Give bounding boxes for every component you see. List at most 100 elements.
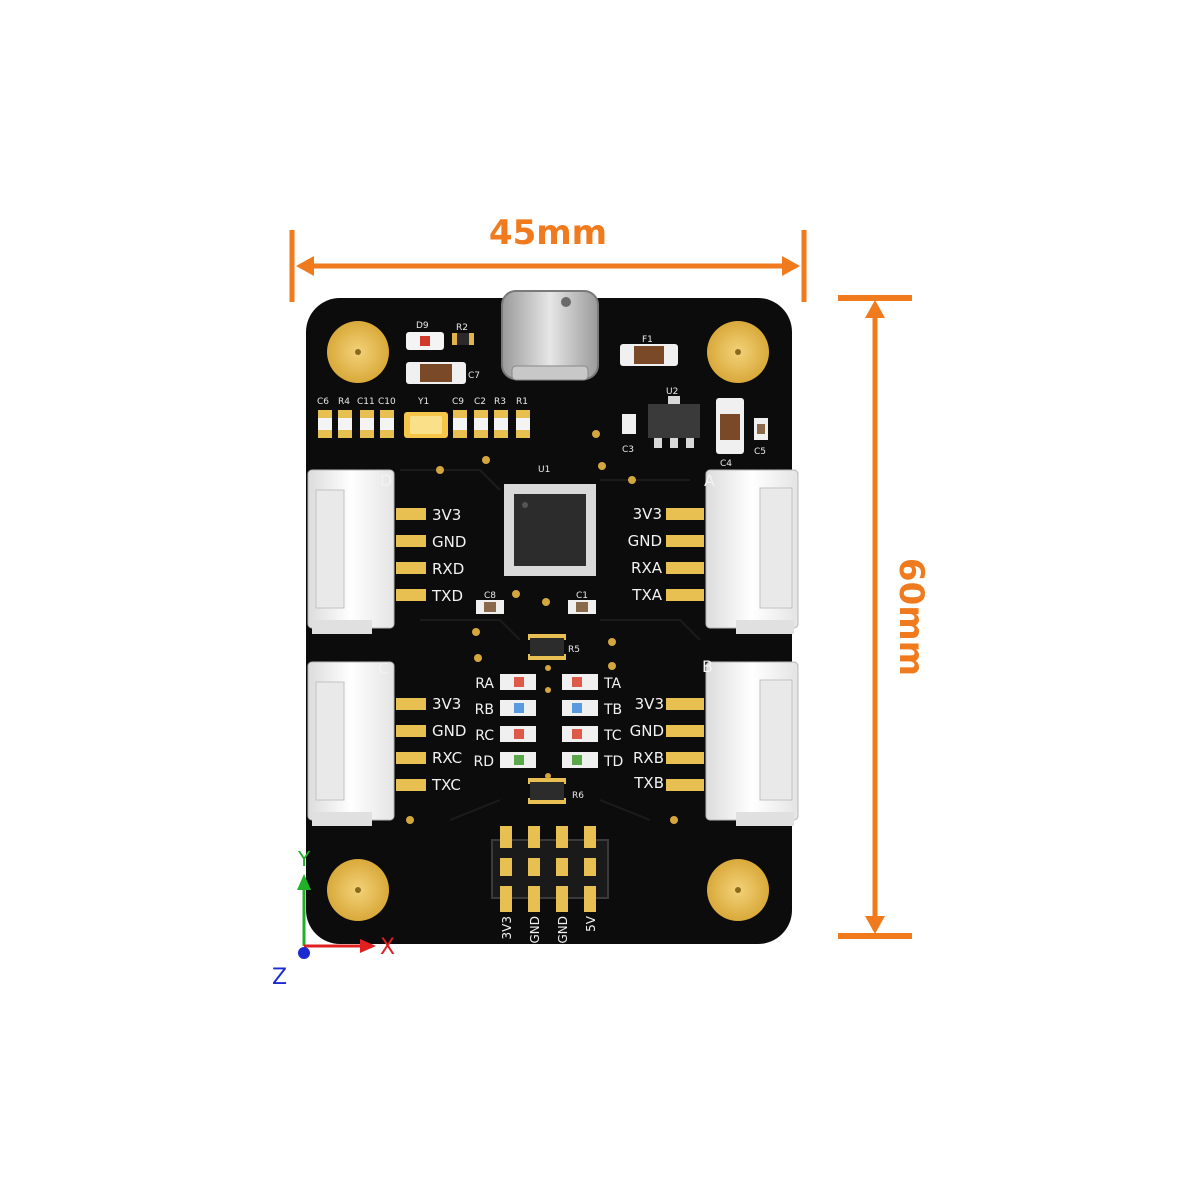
component-r2 — [452, 333, 474, 345]
mounting-hole-bottom-left — [327, 859, 389, 921]
label-y1: Y1 — [417, 397, 429, 407]
header-pin-label: 5V — [584, 915, 598, 932]
led-label: TD — [603, 754, 623, 770]
label-c8: C8 — [484, 591, 496, 601]
label-r5: R5 — [568, 645, 580, 655]
header-pin-label: 3V3 — [500, 916, 514, 939]
component-c3 — [622, 414, 636, 434]
resistor-array-r6 — [528, 778, 566, 804]
label-c5: C5 — [754, 447, 766, 457]
mounting-hole-top-left — [327, 321, 389, 383]
label-r2: R2 — [456, 323, 468, 333]
connector-port-c — [307, 661, 426, 826]
component-c4 — [716, 398, 744, 454]
led-column-right — [562, 674, 598, 768]
pin-label: RXD — [432, 560, 464, 578]
height-label: 60mm — [891, 558, 931, 676]
component-u2 — [648, 396, 700, 448]
port-letter-d: D — [380, 471, 392, 490]
pin-label: GND — [432, 533, 466, 551]
led-label: RA — [475, 676, 494, 692]
vias — [406, 430, 678, 824]
pin-label: GND — [628, 532, 662, 550]
connector-port-a — [666, 469, 799, 634]
label-u1: U1 — [538, 465, 550, 475]
resistor-array-r5 — [528, 634, 566, 660]
label-c7: C7 — [468, 371, 480, 381]
port-b-pin-labels: 3V3 GND RXB TXB — [630, 695, 664, 792]
z-axis-dot — [298, 947, 310, 959]
led-label: TB — [603, 702, 622, 718]
led-label: TA — [603, 676, 621, 692]
component-d9 — [406, 332, 444, 350]
header-pin-label: GND — [556, 916, 570, 944]
port-letter-c: C — [378, 659, 389, 678]
pin-label: 3V3 — [432, 695, 461, 713]
pin-label: TXB — [633, 774, 664, 792]
mounting-hole-bottom-right — [707, 859, 769, 921]
pin-label: GND — [630, 722, 664, 740]
label-r4: R4 — [338, 397, 350, 407]
axis-gizmo: Y X Z — [272, 847, 395, 990]
pin-label: GND — [432, 722, 466, 740]
label-c3: C3 — [622, 445, 634, 455]
label-f1: F1 — [642, 335, 653, 345]
usb-c-connector — [501, 290, 599, 381]
label-c2: C2 — [474, 397, 486, 407]
label-c10: C10 — [378, 397, 396, 407]
mcu-u1 — [504, 484, 596, 576]
component-c8 — [476, 600, 504, 614]
pin-label: 3V3 — [635, 695, 664, 713]
port-letter-b: B — [702, 657, 713, 676]
label-c1: C1 — [576, 591, 588, 601]
height-dimension: 60mm — [838, 295, 931, 939]
width-label: 45mm — [489, 213, 607, 253]
label-u2: U2 — [666, 387, 678, 397]
pin-label: RXC — [432, 749, 462, 767]
port-letter-a: A — [704, 471, 715, 490]
width-dimension: 45mm — [289, 213, 807, 302]
pin-label: 3V3 — [633, 505, 662, 523]
label-d9: D9 — [416, 321, 429, 331]
pin-header — [491, 826, 609, 912]
label-c4: C4 — [720, 459, 732, 469]
pin-label: TXA — [631, 586, 662, 604]
pin-label: 3V3 — [432, 506, 461, 524]
label-r3: R3 — [494, 397, 506, 407]
connector-port-b — [666, 661, 799, 826]
z-axis-label: Z — [272, 965, 287, 990]
led-label: TC — [603, 728, 622, 744]
led-labels-right: TA TB TC TD — [603, 676, 623, 770]
label-r6: R6 — [572, 791, 584, 801]
pin-label: TXD — [431, 587, 463, 605]
x-axis-label: X — [380, 935, 395, 960]
port-d-pin-labels: 3V3 GND RXD TXD — [431, 506, 466, 605]
header-pin-labels: 3V3 GND GND 5V — [500, 915, 598, 943]
connector-port-d — [307, 469, 426, 634]
pin-label: TXC — [431, 776, 461, 794]
led-label: RC — [475, 728, 494, 744]
crystal-y1 — [404, 412, 448, 438]
mounting-hole-top-right — [707, 321, 769, 383]
port-c-pin-labels: 3V3 GND RXC TXC — [431, 695, 466, 794]
component-f1 — [620, 344, 678, 366]
pin-label: RXA — [631, 559, 663, 577]
led-labels-left: RA RB RC RD — [473, 676, 494, 770]
component-c1 — [568, 600, 596, 614]
silkscreen-component-labels: D9 R2 C7 F1 U2 C3 C4 C5 C6 R4 C11 C10 Y1… — [317, 321, 766, 801]
y-axis-label: Y — [297, 847, 311, 871]
pin-label: RXB — [633, 749, 664, 767]
label-c9: C9 — [452, 397, 464, 407]
header-pin-label: GND — [528, 916, 542, 944]
label-c11: C11 — [357, 397, 375, 407]
port-a-pin-labels: 3V3 GND RXA TXA — [628, 505, 663, 604]
led-label: RB — [475, 702, 494, 718]
label-c6: C6 — [317, 397, 329, 407]
label-r1: R1 — [516, 397, 528, 407]
pcb-board: D9 R2 C7 F1 U2 C3 C4 C5 C6 R4 C11 C10 Y1… — [306, 290, 799, 944]
led-label: RD — [473, 754, 494, 770]
component-c7 — [406, 362, 466, 384]
component-c5 — [754, 418, 768, 440]
led-column-left — [500, 674, 536, 768]
